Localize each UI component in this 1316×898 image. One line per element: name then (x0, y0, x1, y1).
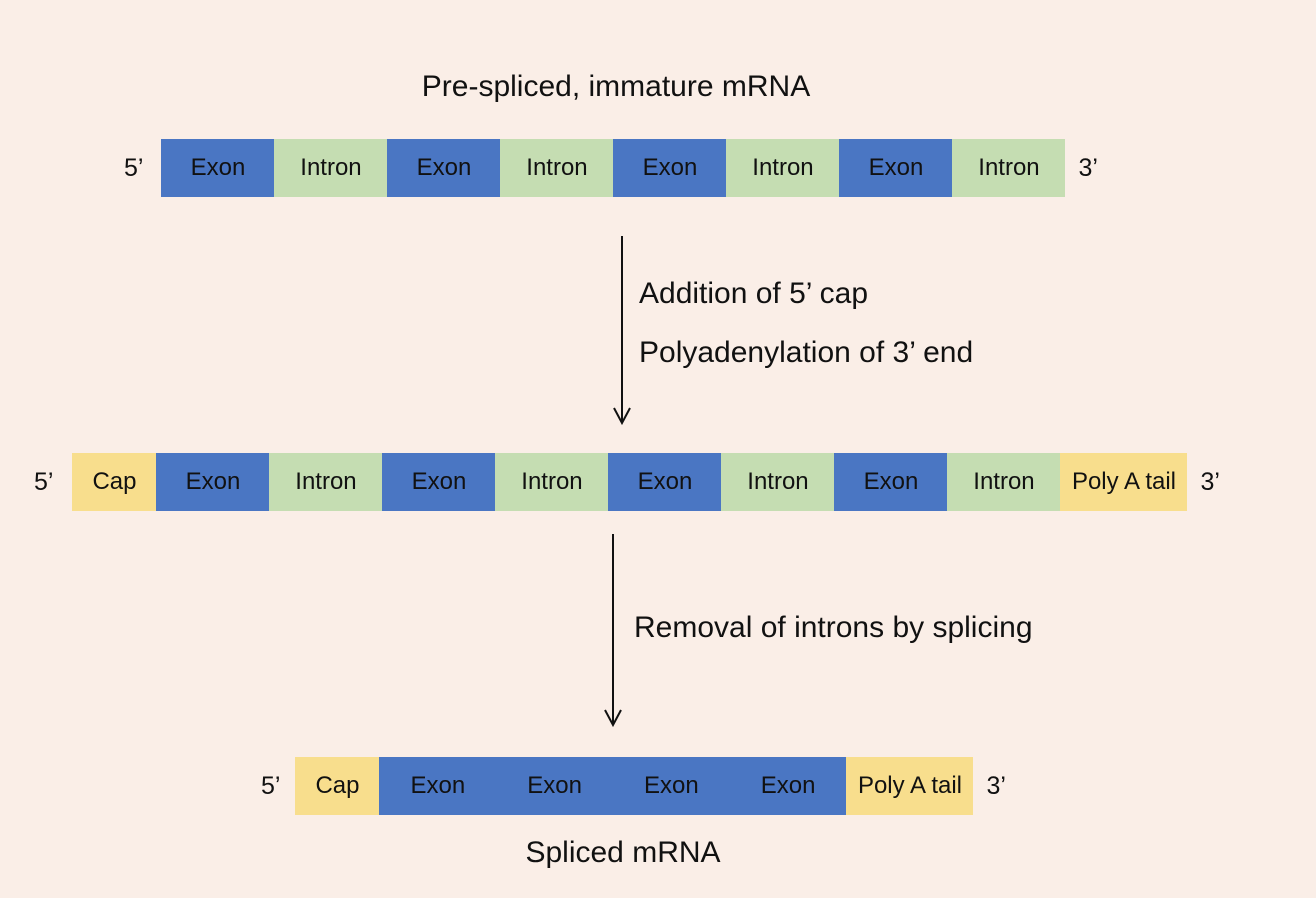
segment-label: Intron (295, 468, 357, 495)
segment-exon: Exon (834, 453, 948, 511)
segment-exon: Exon (156, 453, 270, 511)
segment-label: Intron (300, 154, 362, 181)
segment-exon: Exon (387, 139, 501, 197)
strand-segments: Cap Exon Intron Exon Intron Exon Intron Exon Int… (72, 453, 1188, 511)
three-prime-label: 3’ (1200, 467, 1220, 496)
segment-polya: Poly A tail (1060, 453, 1188, 511)
segment-label: Poly A tail (1071, 468, 1176, 495)
segment-exon: Exon (839, 139, 953, 197)
segment-label: Intron (747, 468, 809, 495)
segment-label: Intron (752, 154, 814, 181)
segment-label: Exon (527, 772, 582, 799)
segment-intron: Intron (274, 139, 388, 197)
segment-label: Poly A tail (857, 772, 962, 799)
segment-intron: Intron (952, 139, 1066, 197)
segment-label: Exon (760, 772, 816, 799)
segment-label: Intron (978, 154, 1040, 181)
segment-intron: Intron (269, 453, 383, 511)
step-addition-of-cap: Addition of 5’ cap (639, 277, 869, 310)
segment-label: Exon (416, 154, 472, 181)
segment-intron: Intron (721, 453, 835, 511)
segment-label: Exon (637, 468, 693, 495)
down-arrow-icon (604, 534, 622, 728)
capped-polyadenylated-mrna-strand: 5’ Cap Exon Intron Exon Intron Exon Intron Exon… (34, 453, 1220, 511)
segment-label: Exon (410, 772, 466, 799)
three-prime-label: 3’ (1078, 153, 1098, 182)
segment-cap: Cap (295, 757, 380, 815)
segment-label: Exon (863, 468, 919, 495)
segment-polya: Poly A tail (846, 757, 974, 815)
segment-label: Exon (185, 468, 241, 495)
segment-label: Intron (973, 468, 1035, 495)
step-removal-of-introns: Removal of introns by splicing (634, 611, 1033, 644)
segment-label: Exon (190, 154, 246, 181)
segment-intron: Intron (500, 139, 614, 197)
strand-segments: Cap Exon Exon Exon Exon Poly A tail (295, 757, 974, 815)
segment-intron: Intron (947, 453, 1061, 511)
segment-label: Exon (868, 154, 924, 181)
segment-intron: Intron (495, 453, 609, 511)
segment-exon: Exon (161, 139, 275, 197)
segment-label: Exon (411, 468, 467, 495)
segment-cap: Cap (72, 453, 157, 511)
segment-exon: Exon (613, 139, 727, 197)
spliced-mrna-title: Spliced mRNA (525, 836, 721, 869)
segment-exon: Exon (608, 453, 722, 511)
five-prime-label: 5’ (34, 467, 54, 496)
segment-label: Intron (521, 468, 583, 495)
segment-label: Exon (643, 772, 699, 799)
five-prime-label: 5’ (261, 771, 281, 800)
spliced-mrna-strand: 5’ Cap Exon Exon Exon Exon Poly A tail 3’ (261, 757, 1006, 815)
segment-exon: Exon (382, 453, 496, 511)
segment-label: Cap (92, 468, 137, 495)
down-arrow-icon (613, 236, 631, 426)
segment-exon-block: Exon Exon Exon Exon (379, 757, 847, 815)
segment-label: Cap (315, 772, 360, 799)
strand-segments: Exon Intron Exon Intron Exon Intron Exon Intron (161, 139, 1066, 197)
segment-label: Intron (526, 154, 588, 181)
three-prime-label: 3’ (986, 771, 1006, 800)
pre-spliced-mrna-title: Pre-spliced, immature mRNA (421, 70, 811, 103)
pre-spliced-mrna-strand: 5’ Exon Intron Exon Intron Exon Intron Exon Int… (124, 139, 1098, 197)
segment-label: Exon (642, 154, 698, 181)
segment-intron: Intron (726, 139, 840, 197)
five-prime-label: 5’ (124, 153, 144, 182)
step-polyadenylation: Polyadenylation of 3’ end (639, 336, 974, 369)
